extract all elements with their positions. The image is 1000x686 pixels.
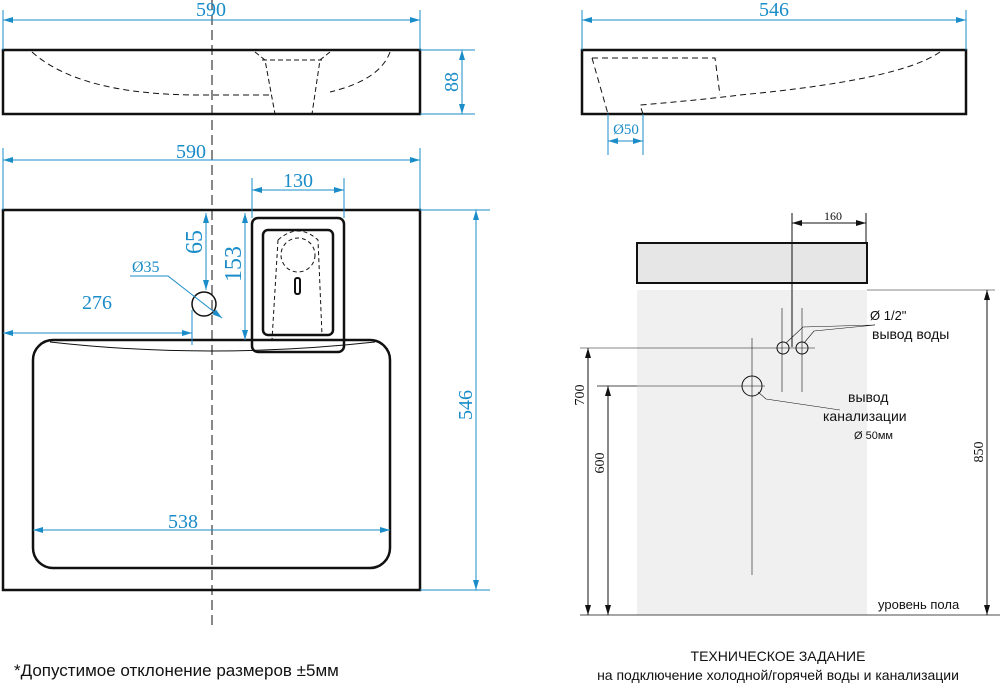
side-elevation: 546 Ø50: [580, 0, 968, 155]
spec-title: ТЕХНИЧЕСКОЕ ЗАДАНИЕ: [690, 648, 866, 664]
faucet-hole: [191, 291, 217, 317]
hole-offset-left-label: 276: [82, 292, 112, 314]
height-600-label: 600: [593, 453, 608, 474]
faucet-depth-label: 153: [221, 246, 247, 282]
water-diameter-label: Ø 1/2": [870, 308, 907, 323]
drain-label-2: канализации: [823, 408, 907, 424]
drain-diameter-label: Ø50: [613, 122, 639, 138]
tolerance-note: *Допустимое отклонение размеров ±5мм: [14, 661, 339, 680]
top-width-label: 590: [196, 0, 226, 21]
drain-outlet: [741, 375, 763, 397]
side-depth-label: 546: [759, 0, 789, 21]
front-elevation: 590 88: [1, 0, 475, 116]
cold-water-outlet: [776, 341, 790, 355]
floor-level-label: уровень пола: [878, 597, 960, 612]
top-height-label: 88: [441, 72, 463, 92]
plan-view: 590 130 65 153 Ø35 276 538 546: [1, 141, 490, 592]
counter-depth-label: 160: [824, 209, 842, 223]
faucet-base: [250, 216, 346, 354]
hot-water-outlet: [795, 341, 809, 355]
plan-depth-label: 546: [455, 390, 477, 420]
spec-subtitle: на подключение холодной/горячей воды и к…: [597, 667, 959, 683]
water-outlet-label: вывод воды: [872, 326, 949, 342]
countertop: [636, 242, 868, 284]
drain-label-1: вывод: [848, 389, 888, 405]
height-850-label: 850: [972, 442, 987, 463]
hole-diameter-label: Ø35: [132, 259, 160, 276]
faucet-width-label: 130: [283, 170, 313, 192]
installation-scheme: 160 Ø 1/2" вывод воды вывод канализации …: [573, 209, 1000, 616]
bowl-width-label: 538: [168, 511, 198, 533]
drain-diameter-mm: Ø 50мм: [854, 430, 893, 442]
hole-offset-top-label: 65: [182, 230, 208, 254]
plan-width-label: 590: [176, 141, 206, 163]
height-700-label: 700: [573, 385, 588, 406]
